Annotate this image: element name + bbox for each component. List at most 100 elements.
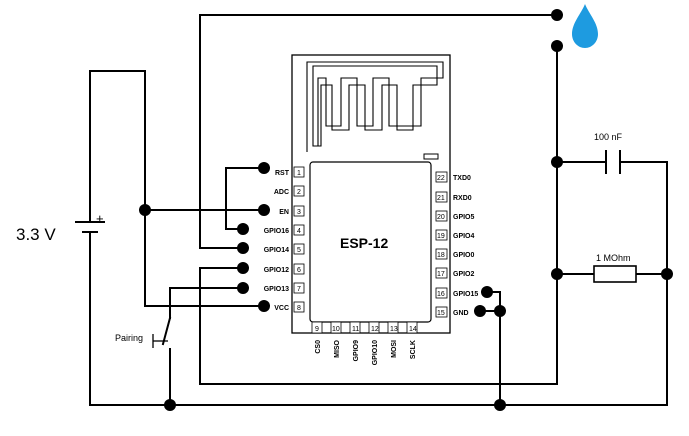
capacitor-label: 100 nF — [594, 132, 623, 142]
pin-number: 18 — [437, 252, 445, 259]
chip-name: ESP-12 — [340, 235, 388, 251]
bottom-pins: 9 CS0 10 MISO 11 GPIO9 12 GPIO10 13 MOSI… — [311, 321, 418, 365]
junction-dot — [258, 204, 270, 216]
pin-2: 2 ADC — [274, 185, 305, 197]
pin-label: RST — [275, 170, 290, 177]
junction-dots — [139, 9, 673, 411]
junction-dot — [139, 204, 151, 216]
pin-3: 3 EN — [279, 205, 305, 217]
pin-number: 16 — [437, 291, 445, 298]
pin-number: 15 — [437, 310, 445, 317]
pin-16: 16 GPIO15 — [435, 287, 478, 299]
capacitor — [605, 150, 621, 174]
pin-number: 13 — [390, 326, 398, 333]
pin-label: GPIO14 — [264, 247, 289, 254]
esp12-module: ESP-12 — [291, 54, 451, 334]
pin-number: 2 — [297, 189, 301, 196]
junction-dot — [661, 268, 673, 280]
junction-dot — [494, 399, 506, 411]
battery-plus-label: + — [96, 211, 104, 226]
pin-number: 1 — [297, 170, 301, 177]
pin-14: 14 SCLK — [406, 321, 418, 359]
junction-dot — [494, 305, 506, 317]
resistor — [593, 265, 637, 283]
pin-label: TXD0 — [453, 175, 471, 182]
pin-number: 6 — [297, 267, 301, 274]
pin-17: 17 GPIO2 — [435, 267, 475, 279]
pin-label: CS0 — [315, 340, 322, 354]
pin-label: GPIO13 — [264, 286, 289, 293]
junction-dot — [551, 156, 563, 168]
junction-dot — [551, 9, 563, 21]
pin-number: 5 — [297, 247, 301, 254]
pin-number: 9 — [315, 326, 319, 333]
junction-dot — [474, 305, 486, 317]
pin-label: GPIO5 — [453, 214, 475, 221]
pin-number: 11 — [352, 326, 359, 333]
pin-number: 3 — [297, 209, 301, 216]
pin-label: GPIO4 — [453, 233, 475, 240]
junction-dot — [164, 399, 176, 411]
junction-dot — [551, 268, 563, 280]
pin-label: MISO — [334, 339, 341, 357]
pin-19: 19 GPIO4 — [435, 229, 475, 241]
pin-6: 6 GPIO12 — [264, 263, 305, 275]
pin-7: 7 GPIO13 — [264, 282, 305, 294]
water-drop-icon — [572, 4, 598, 48]
pin-number: 8 — [297, 305, 301, 312]
pin-label: GPIO12 — [264, 267, 289, 274]
pin-13: 13 MOSI — [387, 321, 399, 358]
pin-label: VCC — [274, 305, 289, 312]
pin-number: 12 — [371, 326, 379, 333]
pin-label: GPIO15 — [453, 291, 478, 298]
pin-number: 19 — [437, 233, 445, 240]
pairing-switch — [152, 316, 172, 365]
pin-label: GPIO0 — [453, 252, 475, 259]
pin-10: 10 MISO — [330, 321, 342, 358]
pin-15: 15 GND — [435, 306, 469, 318]
junction-dot — [237, 223, 249, 235]
junction-dot — [258, 300, 270, 312]
pin-18: 18 GPIO0 — [435, 248, 475, 260]
pin-11: 11 GPIO9 — [349, 321, 361, 362]
pin-label: MOSI — [391, 340, 398, 358]
battery-voltage-label: 3.3 V — [16, 225, 56, 244]
pin-number: 10 — [332, 326, 340, 333]
junction-dot — [237, 262, 249, 274]
pin-21: 21 RXD0 — [435, 191, 472, 203]
pin-label: GPIO9 — [353, 340, 360, 362]
left-pins: 1 RST 2 ADC 3 EN 4 GPIO16 5 GPIO14 6 GPI… — [264, 166, 305, 313]
pcb-antenna — [312, 65, 438, 147]
switch-label: Pairing — [115, 333, 143, 343]
pin-label: GPIO2 — [453, 271, 475, 278]
junction-dot — [551, 40, 563, 52]
pin-number: 20 — [437, 214, 445, 221]
pin-label: SCLK — [410, 340, 417, 359]
pin-4: 4 GPIO16 — [264, 224, 305, 236]
right-pins: 22 TXD0 21 RXD0 20 GPIO5 19 GPIO4 18 GPI… — [435, 171, 478, 318]
pin-number: 7 — [297, 286, 301, 293]
pin-number: 4 — [297, 228, 301, 235]
pin-number: 21 — [437, 195, 445, 202]
pin-9: 9 CS0 — [311, 321, 323, 354]
pin-label: GPIO10 — [372, 340, 379, 365]
pin-label: RXD0 — [453, 195, 472, 202]
pin-5: 5 GPIO14 — [264, 243, 305, 255]
junction-dot — [481, 286, 493, 298]
pin-label: GPIO16 — [264, 228, 289, 235]
pin-label: EN — [279, 209, 289, 216]
junction-dot — [258, 162, 270, 174]
junction-dot — [237, 282, 249, 294]
pin-22: 22 TXD0 — [435, 171, 471, 183]
resistor-label: 1 MOhm — [596, 253, 631, 263]
pin-20: 20 GPIO5 — [435, 210, 475, 222]
pin-1: 1 RST — [275, 166, 305, 178]
pin-number: 14 — [409, 326, 417, 333]
pin-number: 17 — [437, 271, 445, 278]
pin-label: GND — [453, 310, 469, 317]
pin-number: 22 — [437, 175, 445, 182]
battery — [75, 221, 105, 233]
junction-dot — [237, 242, 249, 254]
pin-label: ADC — [274, 189, 289, 196]
